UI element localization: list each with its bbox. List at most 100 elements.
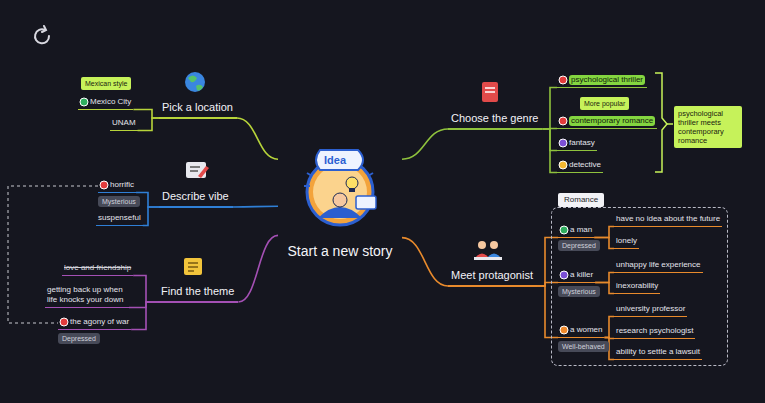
subtopic: horrific — [98, 179, 136, 193]
tag-label: Mysterious — [558, 286, 600, 297]
node-text: Depressed — [562, 241, 596, 250]
group-heading: Romance — [558, 193, 604, 207]
sticky-note-icon — [184, 258, 202, 275]
node-text: psychological thriller — [569, 75, 645, 85]
marker-icon — [560, 271, 568, 279]
book-icon — [482, 82, 498, 102]
node-text: detective — [569, 160, 601, 170]
book-icon — [485, 88, 495, 92]
subtopic: university professor — [614, 303, 687, 317]
tag-label: Mysterious — [98, 196, 140, 207]
branch-connector — [131, 302, 158, 330]
sticky-note-icon — [184, 258, 202, 275]
group-boundary: Romancea manDepressedhave no idea about … — [551, 207, 728, 366]
node-text: Mexico City — [90, 97, 131, 107]
note-icon — [198, 166, 209, 178]
node-text: have no idea about the future — [616, 214, 720, 224]
sign-text: Idea — [324, 154, 346, 166]
node-text: research psychologist — [616, 326, 693, 336]
node-text: psychological thriller meets contemporar… — [678, 109, 738, 145]
subtopic: psychological thriller — [557, 74, 647, 88]
marker-icon — [559, 76, 567, 84]
marker-icon — [560, 326, 568, 334]
node-text: Depressed — [62, 334, 96, 343]
marker-icon — [80, 98, 88, 106]
note-icon — [190, 167, 200, 171]
node-text: contemporary romance — [569, 116, 655, 126]
summary-bracket — [655, 73, 667, 172]
subtopic: a women — [558, 324, 604, 338]
subtopic: detective — [557, 159, 603, 173]
node-text: Well-behaved — [562, 342, 605, 351]
branch-connector — [594, 227, 614, 238]
people-icon — [474, 241, 502, 260]
branch-connector — [537, 238, 558, 287]
node-text: unhappy life experience — [616, 260, 701, 270]
node-text: love and friendship — [64, 263, 131, 273]
main-topic: Meet protagonist — [448, 269, 537, 287]
tag-label: More popular — [580, 97, 629, 110]
node-text: university professor — [616, 304, 685, 314]
people-icon — [478, 241, 486, 249]
node-text: the agony of war — [70, 317, 129, 327]
book-icon — [482, 82, 498, 102]
center-illustration — [349, 188, 355, 192]
subtopic: love and friendship — [62, 262, 133, 276]
branch-connector — [138, 118, 159, 131]
marker-icons — [60, 76, 568, 334]
branch-connector — [402, 238, 448, 286]
branch-connector — [133, 276, 158, 303]
main-topic: Find the theme — [158, 285, 238, 303]
globe-icon — [188, 76, 203, 91]
node-text: a man — [570, 225, 592, 235]
people-icon — [474, 257, 502, 260]
node-text: More popular — [584, 99, 625, 108]
node-text: a women — [570, 325, 602, 335]
branch-connector — [402, 129, 448, 159]
tag-label: Depressed — [558, 240, 600, 251]
node-text: lonely — [616, 236, 637, 246]
people-icon — [490, 241, 498, 249]
tag-label: Mexican style — [81, 77, 131, 90]
sticky-note-icon — [188, 263, 198, 271]
branch-connector — [595, 273, 614, 283]
subtopic: contemporary romance — [557, 115, 657, 129]
branch-connector — [143, 207, 159, 226]
node-text: a killer — [570, 270, 593, 280]
branch-connector — [129, 302, 158, 308]
node-text: Start a new story — [287, 243, 392, 260]
subtopic: unhappy life experience — [614, 259, 703, 273]
main-topic: Choose the genre — [448, 112, 542, 130]
subtopic: a killer — [558, 269, 595, 283]
node-text: Pick a location — [162, 101, 233, 114]
tag-label: Depressed — [58, 333, 100, 344]
center-illustration — [346, 177, 358, 189]
subtopic: have no idea about the future — [614, 213, 722, 227]
subtopic: Mexico City — [78, 96, 133, 110]
subtopic: lonely — [614, 235, 639, 249]
node-text: Mysterious — [102, 197, 136, 206]
marker-icon — [559, 117, 567, 125]
branch-connector — [604, 317, 614, 338]
subtopic: suspenseful — [96, 212, 143, 226]
main-topic: Describe vibe — [159, 190, 233, 208]
marker-icon — [60, 318, 68, 326]
node-text: getting back up when life knocks your do… — [47, 285, 127, 305]
branch-connector — [542, 88, 557, 130]
center-illustration — [313, 165, 367, 219]
center-illustration — [318, 207, 362, 218]
node-text: ability to settle a lawsuit — [616, 347, 700, 357]
branch-connector — [238, 235, 278, 302]
marker-icon — [100, 181, 108, 189]
marker-icon — [559, 161, 567, 169]
summary-box: psychological thriller meets contemporar… — [674, 106, 742, 148]
note-icon — [186, 162, 209, 178]
summary-bracket — [655, 73, 673, 172]
subtopic: the agony of war — [58, 316, 131, 330]
node-text: UNAM — [112, 118, 136, 128]
node-text: inexorability — [616, 281, 658, 291]
node-text: Mysterious — [562, 287, 596, 296]
subtopic: fantasy — [557, 137, 597, 151]
subtopic: ability to settle a lawsuit — [614, 346, 702, 360]
